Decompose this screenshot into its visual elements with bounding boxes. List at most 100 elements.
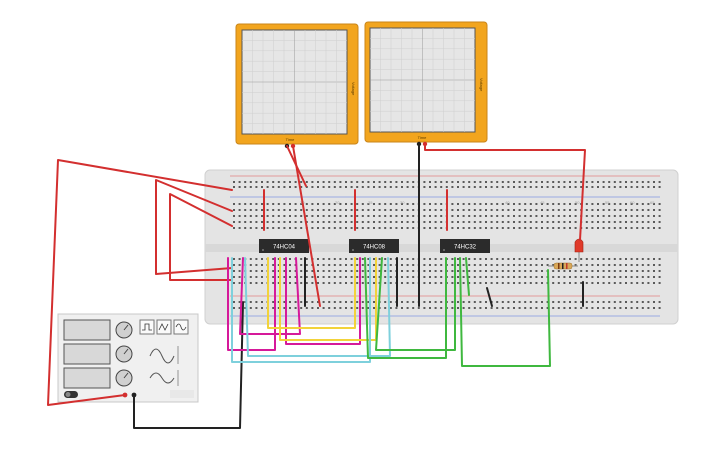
- chip-74hc04-pin1-marker: [262, 249, 264, 251]
- breadboard-hole: [272, 203, 275, 205]
- chip-74hc08-label: 74HC08: [363, 245, 386, 251]
- breadboard-hole: [249, 282, 252, 284]
- breadboard-hole: [339, 227, 342, 229]
- breadboard-hole: [417, 307, 420, 309]
- wire-yellow-1[interactable]: [267, 257, 356, 329]
- resistor-band-2: [562, 263, 564, 269]
- col-number-30: 30: [400, 200, 405, 205]
- breadboard-hole: [613, 203, 616, 205]
- breadboard-hole: [557, 203, 560, 205]
- breadboard-hole: [490, 203, 493, 205]
- wire-magenta-1[interactable]: [227, 257, 276, 351]
- breadboard-hole: [384, 258, 387, 260]
- breadboard-hole: [529, 209, 532, 211]
- triangle-wave-glyph: [158, 323, 169, 331]
- breadboard-hole: [451, 227, 454, 229]
- wire-green-4[interactable]: [465, 257, 470, 296]
- breadboard-hole: [630, 227, 633, 229]
- square-wave-icon[interactable]: [139, 319, 155, 335]
- wire-green-1[interactable]: [364, 257, 447, 359]
- oscilloscope-1[interactable]: Voltage Time: [235, 23, 359, 149]
- breadboard-hole: [317, 307, 319, 309]
- breadboard-hole: [350, 264, 353, 266]
- wire-red-fg-to-rail[interactable]: [47, 159, 233, 406]
- breadboard-hole: [619, 258, 622, 260]
- wire-cyan-1[interactable]: [231, 257, 371, 363]
- wire-green-3[interactable]: [459, 257, 551, 367]
- breadboard-hole: [541, 209, 543, 211]
- wire-magenta-3[interactable]: [285, 257, 361, 345]
- chip-74hc04[interactable]: 74HC04: [259, 239, 309, 253]
- fg-knob-2-pointer: [123, 348, 129, 355]
- chip-74hc08[interactable]: 74HC08: [349, 239, 399, 253]
- function-generator[interactable]: [57, 313, 199, 403]
- wire-magenta-2[interactable]: [239, 257, 301, 335]
- chip-74hc32[interactable]: 74HC32: [440, 239, 490, 253]
- breadboard-hole: [277, 181, 280, 183]
- breadboard-hole: [647, 276, 650, 278]
- breadboard-hole: [305, 301, 308, 303]
- breadboard-hole: [490, 270, 493, 272]
- breadboard-hole: [485, 221, 487, 223]
- breadboard-hole: [569, 227, 571, 229]
- breadboard-hole: [462, 301, 465, 303]
- breadboard-hole: [333, 276, 336, 278]
- breadboard-hole: [277, 264, 280, 266]
- breadboard-hole: [305, 307, 308, 309]
- breadboard-hole: [378, 221, 381, 223]
- breadboard-hole: [406, 209, 409, 211]
- wire-red-scope1-link[interactable]: [286, 145, 307, 187]
- breadboard-hole: [641, 264, 644, 266]
- wire-green-2[interactable]: [375, 257, 456, 351]
- breadboard-hole: [602, 270, 605, 272]
- breadboard-hole: [546, 301, 549, 303]
- wires[interactable]: [47, 143, 586, 429]
- breadboard-hole: [255, 215, 258, 217]
- breadboard-hole: [535, 276, 538, 278]
- breadboard-hole: [255, 209, 258, 211]
- wire-red-scope2-probe[interactable]: [424, 143, 586, 241]
- breadboard-hole: [485, 282, 487, 284]
- breadboard-hole: [328, 221, 331, 223]
- breadboard-hole: [401, 209, 403, 211]
- breadboard-hole: [283, 270, 286, 272]
- breadboard-hole: [317, 282, 319, 284]
- wire-red-left-loop-1[interactable]: [155, 179, 233, 275]
- breadboard-hole: [440, 282, 443, 284]
- resistor[interactable]: [548, 262, 578, 270]
- breadboard-hole: [647, 270, 650, 272]
- breadboard-hole: [608, 203, 611, 205]
- triangle-wave-icon[interactable]: [156, 319, 172, 335]
- col-number-45: 45: [540, 200, 545, 205]
- breadboard-hole: [277, 221, 280, 223]
- breadboard-hole: [613, 221, 616, 223]
- breadboard-hole: [401, 282, 403, 284]
- wire-yellow-2[interactable]: [279, 257, 377, 341]
- breadboard-hole: [597, 264, 599, 266]
- breadboard-hole: [457, 209, 459, 211]
- breadboard-hole: [574, 264, 577, 266]
- breadboard-hole: [373, 258, 375, 260]
- oscilloscope-2[interactable]: Voltage Time: [364, 21, 488, 147]
- breadboard-hole: [641, 307, 644, 309]
- breadboard-hole: [339, 301, 342, 303]
- breadboard-hole: [249, 203, 252, 205]
- wire-black-chip3-gnd[interactable]: [486, 287, 493, 307]
- breadboard-hole: [440, 307, 443, 309]
- breadboard-hole: [507, 307, 510, 309]
- breadboard-hole: [507, 264, 510, 266]
- wire-cyan-2[interactable]: [244, 257, 391, 357]
- breadboard-hole: [591, 276, 594, 278]
- wire-red-scope1-probe[interactable]: [292, 145, 321, 307]
- breadboard-hole: [524, 307, 527, 309]
- breadboard-hole: [361, 203, 364, 205]
- breadboard-hole: [552, 264, 555, 266]
- wire-red-left-loop-2[interactable]: [169, 193, 233, 281]
- breadboard-hole: [249, 181, 252, 183]
- breadboard-hole: [457, 307, 459, 309]
- wire-black-fg-ground[interactable]: [133, 301, 244, 429]
- breadboard-hole: [518, 227, 521, 229]
- breadboard-hole: [641, 227, 644, 229]
- breadboard-hole: [305, 264, 308, 266]
